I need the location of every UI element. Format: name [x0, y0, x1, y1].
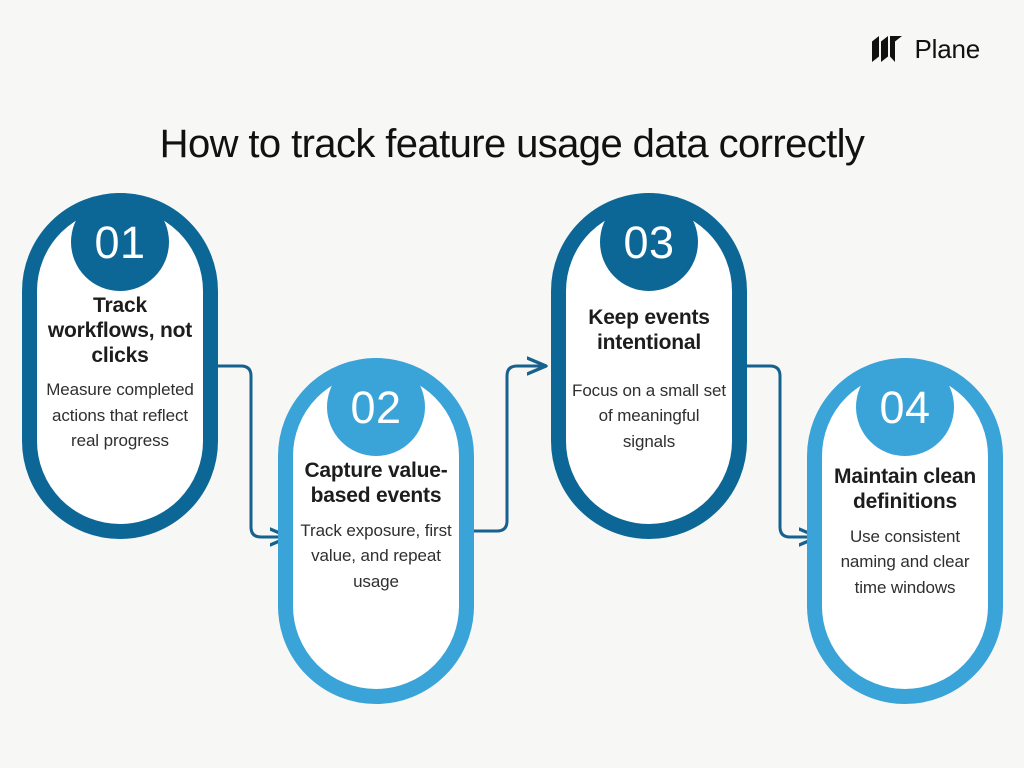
step-heading-03: Keep events intentional: [588, 306, 710, 354]
step-badge-03: 03: [600, 193, 698, 291]
step-card-04[interactable]: 04 Maintain clean definitions Use consis…: [807, 358, 1003, 704]
step-content-04: Maintain clean definitions Use consisten…: [822, 465, 988, 600]
step-description-04: Use consistent naming and clear time win…: [840, 526, 970, 597]
step-heading-02: Capture value-based events: [304, 459, 448, 507]
step-content-01: Track workflows, not clicks Measure comp…: [37, 294, 203, 454]
step-card-02[interactable]: 02 Capture value-based events Track expo…: [278, 358, 474, 704]
step-content-03: Keep events intentional Focus on a small…: [566, 306, 732, 454]
page-title: How to track feature usage data correctl…: [159, 121, 865, 166]
brand-name: Plane: [914, 34, 981, 64]
brand-lockup: Plane: [871, 34, 981, 64]
step-heading-04: Maintain clean definitions: [834, 465, 976, 513]
connector-02-to-03: [474, 366, 545, 533]
step-heading-01: Track workflows, not clicks: [47, 294, 193, 367]
step-description-02: Track exposure, first value, and repeat …: [300, 520, 452, 591]
step-card-03[interactable]: 03 Keep events intentional Focus on a sm…: [551, 193, 747, 539]
plane-logo-icon: [871, 36, 906, 62]
step-description-03: Focus on a small set of meaningful signa…: [572, 380, 726, 451]
step-description-01: Measure completed actions that reflect r…: [46, 380, 194, 451]
step-badge-01: 01: [71, 193, 169, 291]
step-badge-02: 02: [327, 358, 425, 456]
step-card-01[interactable]: 01 Track workflows, not clicks Measure c…: [22, 193, 218, 539]
step-content-02: Capture value-based events Track exposur…: [293, 459, 459, 594]
step-badge-04: 04: [856, 358, 954, 456]
